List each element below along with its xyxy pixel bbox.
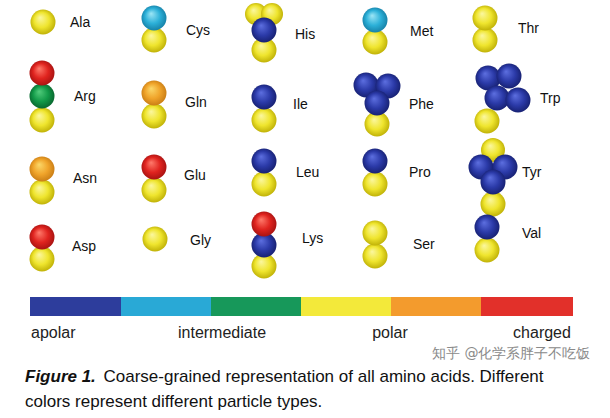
watermark: 知乎 @化学系胖子不吃饭 xyxy=(432,346,590,360)
amino-acid-name: Ala xyxy=(70,15,90,29)
legend-swatch xyxy=(30,297,121,316)
amino-acid-name: Thr xyxy=(518,21,539,35)
bead xyxy=(252,172,277,197)
bead xyxy=(363,30,388,55)
bead xyxy=(142,178,167,203)
bead xyxy=(31,10,56,35)
bead xyxy=(30,180,55,205)
bead xyxy=(363,8,388,33)
amino-acid-name: His xyxy=(295,27,315,41)
legend-label: charged xyxy=(513,325,571,341)
bead xyxy=(252,18,277,43)
amino-acid-name: Met xyxy=(410,24,433,38)
bead xyxy=(475,109,500,134)
amino-acid-name: Asn xyxy=(73,171,97,185)
bead xyxy=(142,81,167,106)
amino-acid-name: Arg xyxy=(74,89,96,103)
bead xyxy=(475,238,500,263)
bead xyxy=(30,157,55,182)
legend-swatch xyxy=(211,297,301,316)
caption-block: Figure 1.Coarse-grained representation o… xyxy=(25,364,585,414)
bead xyxy=(30,247,55,272)
bead xyxy=(473,6,498,31)
bead xyxy=(30,108,55,133)
bead xyxy=(142,28,167,53)
bead xyxy=(497,64,522,89)
amino-acid-name: Asp xyxy=(72,239,96,253)
bead xyxy=(481,192,506,217)
bead xyxy=(252,108,277,133)
amino-acid-name: Tyr xyxy=(522,165,541,179)
bead xyxy=(30,84,55,109)
legend-swatch xyxy=(481,297,573,316)
bead xyxy=(30,225,55,250)
bead xyxy=(363,221,388,246)
legend-swatch xyxy=(301,297,391,316)
bead xyxy=(481,170,506,195)
legend-label: apolar xyxy=(31,325,75,341)
bead xyxy=(363,244,388,269)
legend-label: polar xyxy=(372,325,408,341)
amino-acid-name: Gln xyxy=(185,95,207,109)
bead xyxy=(142,155,167,180)
amino-acid-name: Glu xyxy=(184,168,206,182)
amino-acid-name: Val xyxy=(522,226,541,240)
amino-acid-name: Gly xyxy=(190,233,211,247)
bead xyxy=(473,28,498,53)
bead xyxy=(363,172,388,197)
figure-number: Figure 1. xyxy=(25,367,96,386)
amino-acid-name: Ser xyxy=(413,237,435,251)
bead xyxy=(475,215,500,240)
amino-acid-name: Trp xyxy=(540,91,560,105)
bead xyxy=(252,149,277,174)
amino-acid-name: Cys xyxy=(186,23,210,37)
bead xyxy=(30,61,55,86)
amino-acid-name: Leu xyxy=(296,165,319,179)
bead xyxy=(142,6,167,31)
bead xyxy=(252,85,277,110)
bead xyxy=(143,227,168,252)
legend-label: intermediate xyxy=(178,325,266,341)
amino-acid-name: Phe xyxy=(409,97,434,111)
bar-segment xyxy=(391,297,481,316)
bead xyxy=(365,91,390,116)
amino-acid-name: Lys xyxy=(302,231,323,245)
bar-segment xyxy=(121,297,211,316)
bead xyxy=(252,212,277,237)
bead xyxy=(506,88,531,113)
bead xyxy=(363,149,388,174)
caption: Coarse-grained representation of all ami… xyxy=(25,367,544,411)
amino-acid-name: Pro xyxy=(409,165,431,179)
amino-acid-name: Ile xyxy=(293,97,308,111)
bead xyxy=(142,104,167,129)
